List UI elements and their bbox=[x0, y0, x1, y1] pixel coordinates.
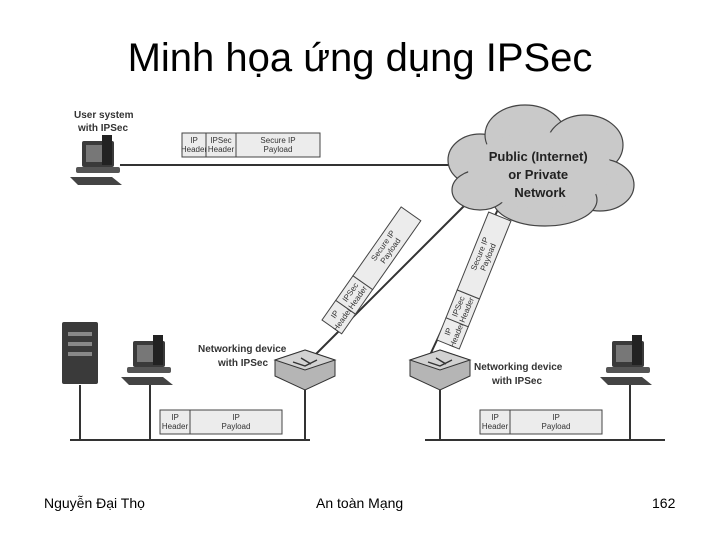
cloud-label-line: Public (Internet) bbox=[489, 149, 588, 164]
user-system: User system with IPSec bbox=[70, 110, 136, 185]
right-networking-device-icon bbox=[409, 349, 471, 391]
cloud-label-line: Network bbox=[514, 185, 566, 200]
footer-course: An toàn Mạng bbox=[316, 495, 404, 511]
packet-field-box bbox=[509, 409, 603, 435]
cloud-label-line: or Private bbox=[508, 167, 568, 182]
left-computer-icon bbox=[121, 335, 173, 385]
packet-field-box bbox=[235, 132, 321, 158]
packet-field-box bbox=[352, 206, 422, 291]
ipsec-diagram: Public (Internet) or Private Network Use… bbox=[62, 104, 665, 441]
slide-title: Minh họa ứng dụng IPSec bbox=[127, 36, 593, 80]
right-networking-device-label: Networking device with IPSec bbox=[474, 362, 565, 387]
footer-author: Nguyễn Đại Thọ bbox=[44, 495, 145, 511]
cloud-label: Public (Internet) or Private Network bbox=[489, 149, 592, 200]
left-networking-device-label: Networking device with IPSec bbox=[198, 344, 289, 369]
page-number: 162 bbox=[652, 495, 676, 511]
user-system-label: User system with IPSec bbox=[74, 110, 136, 134]
packet-field-box bbox=[181, 132, 207, 158]
public-network-cloud: Public (Internet) or Private Network bbox=[447, 104, 635, 227]
user-computer-icon bbox=[70, 135, 122, 185]
packet-field-box bbox=[189, 409, 283, 435]
packet-field-box bbox=[205, 132, 237, 158]
packet-field-box bbox=[456, 211, 512, 300]
right-computer-icon bbox=[600, 335, 652, 385]
left-server bbox=[62, 322, 98, 384]
packet-field-box bbox=[479, 409, 511, 435]
left-networking-device-icon bbox=[274, 349, 336, 391]
